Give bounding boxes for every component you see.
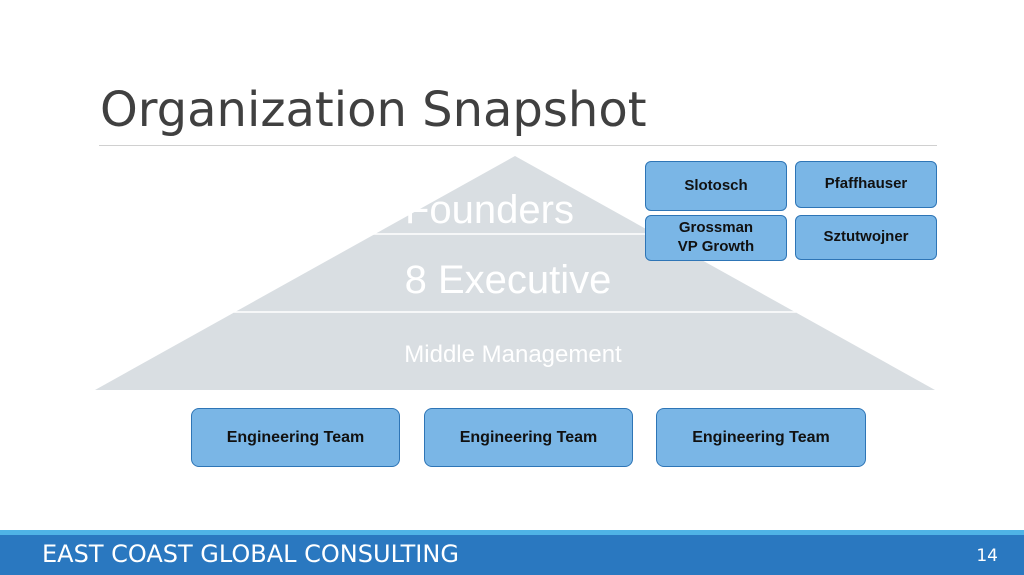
team-label: Engineering Team [459,428,598,446]
founder-label: Slotosch [684,176,748,194]
engineering-team-box-3: Engineering Team [656,408,866,467]
team-label: Engineering Team [226,428,365,446]
founder-box-sztutwojner: Sztutwojner [795,215,937,260]
title-divider [99,145,937,146]
team-label: Engineering Team [692,428,830,446]
founder-label: Sztutwojner [823,228,909,246]
founder-box-slotosch: Slotosch [645,161,787,211]
founder-label: Pfaffhauser [824,175,908,193]
pyramid-tier-founders: Founders [405,188,574,232]
slide-title: Organization Snapshot [100,82,647,138]
footer-accent-line [0,530,1024,535]
pyramid-tier-middle-management: Middle Management [404,341,622,368]
founder-box-grossman: Grossman VP Growth [645,215,787,261]
footer-bar [0,535,1024,575]
footer-company-name: EAST COAST GLOBAL CONSULTING [42,540,459,568]
page-number: 14 [976,546,998,566]
founder-box-pfaffhauser: Pfaffhauser [795,161,937,208]
engineering-team-box-1: Engineering Team [191,408,400,467]
pyramid-shape [95,156,935,390]
founder-label: Grossman VP Growth [677,219,755,255]
pyramid-tier-executive: 8 Executive [404,258,612,302]
engineering-team-box-2: Engineering Team [424,408,633,467]
